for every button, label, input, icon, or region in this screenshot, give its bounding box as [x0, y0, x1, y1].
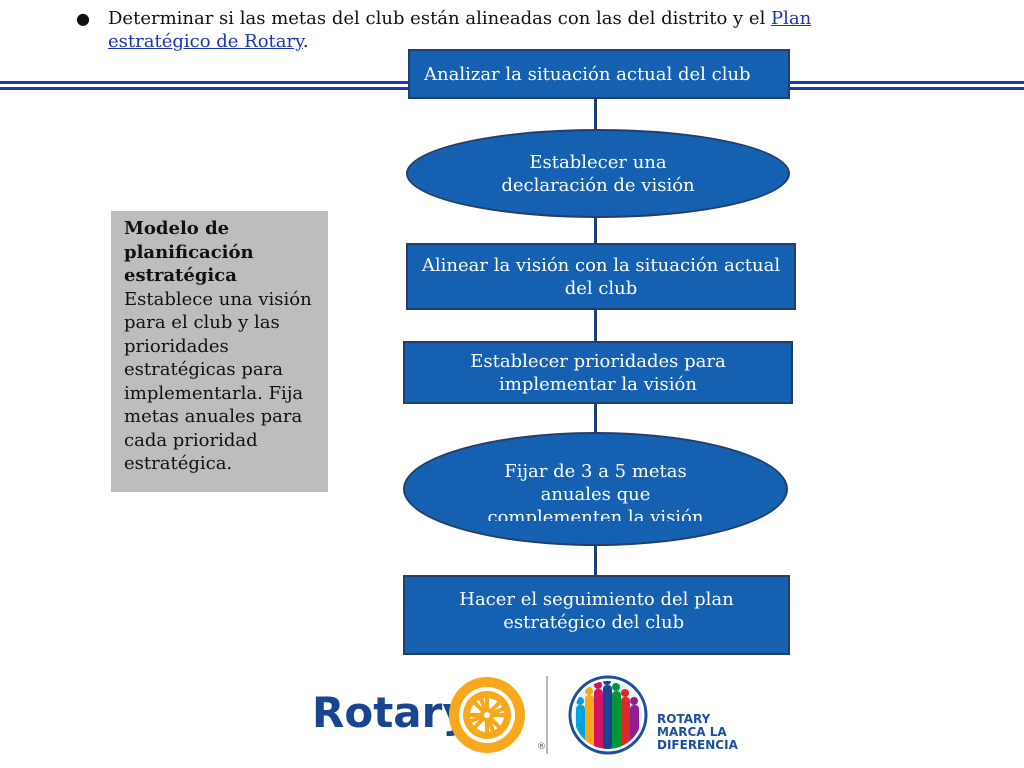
flow-step-vision-line2: declaración de visión [501, 174, 695, 196]
flow-step-prioridades-line1: Establecer prioridades para [470, 350, 726, 372]
flow-step-seguimiento: Hacer el seguimiento del plan estratégic… [403, 575, 790, 655]
bullet-text-body: Determinar si las metas del club están a… [108, 8, 772, 29]
sidebar-description: Modelo de planificación estratégica Esta… [111, 211, 328, 492]
sidebar-title: Modelo de planificación estratégica [124, 218, 254, 286]
connector-3-4 [594, 308, 597, 343]
campaign-logo-icon [568, 675, 648, 755]
flow-step-metas-line3: complementen la visión [487, 507, 704, 521]
flow-step-alinear-line1: Alinear la visión con la situación actua… [421, 254, 781, 276]
connector-1-2 [594, 97, 597, 131]
campaign-line-3: DIFERENCIA [657, 738, 738, 752]
flow-step-vision-line1: Establecer una [529, 151, 667, 173]
sidebar-body: Establece una visión para el club y las … [124, 288, 312, 475]
flow-step-analizar-label: Analizar la situación actual del club [424, 63, 751, 85]
flow-step-prioridades-line2: implementar la visión [499, 373, 697, 395]
registered-mark: ® [537, 742, 546, 752]
campaign-tagline: ROTARY MARCA LA DIFERENCIA [657, 713, 738, 752]
connector-5-6 [594, 544, 597, 577]
footer-logos: Rotary ® [300, 668, 760, 768]
bullet-period: . [302, 31, 309, 52]
bullet-text: Determinar si las metas del club están a… [108, 7, 818, 53]
logo-divider [546, 676, 548, 754]
flow-step-alinear-line2: del club [564, 277, 638, 299]
bullet-item: ● Determinar si las metas del club están… [76, 7, 818, 53]
flow-step-vision: Establecer una declaración de visión [406, 129, 790, 218]
connector-2-3 [594, 215, 597, 245]
flow-step-alinear: Alinear la visión con la situación actua… [406, 243, 796, 310]
flow-step-prioridades: Establecer prioridades para implementar … [403, 341, 793, 404]
flow-step-metas-line2: anuales que [540, 484, 651, 505]
flow-step-metas-line1: Fijar de 3 a 5 metas [504, 461, 687, 482]
flow-step-metas: Fijar de 3 a 5 metas anuales que complem… [403, 432, 788, 546]
flow-step-seguimiento-line1: Hacer el seguimiento del plan [459, 589, 734, 610]
flow-step-seguimiento-line2: estratégico del club [503, 612, 685, 633]
rotary-wordmark: Rotary [312, 688, 470, 737]
campaign-line-2: MARCA LA [657, 725, 727, 739]
flow-step-analizar: Analizar la situación actual del club [408, 49, 790, 99]
plan-estrategico-link[interactable]: Plan estratégico de Rotary [108, 8, 812, 52]
campaign-line-1: ROTARY [657, 712, 711, 726]
rotary-wheel-icon [449, 677, 525, 753]
bullet-dot-icon: ● [76, 9, 90, 28]
connector-4-5 [594, 402, 597, 434]
